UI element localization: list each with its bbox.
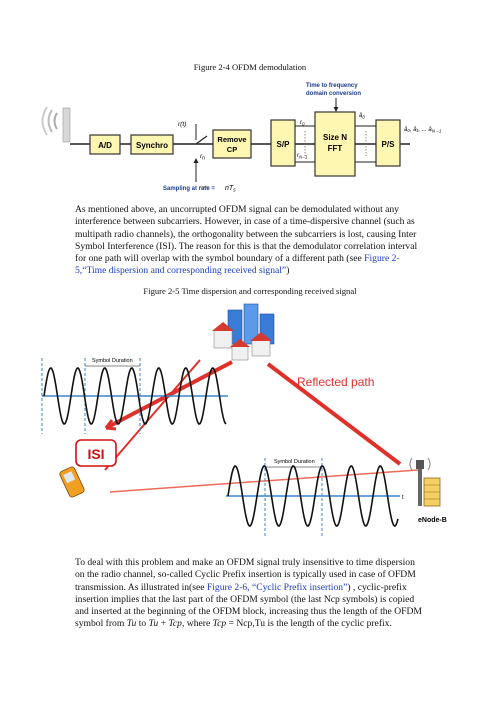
mobile-phone-icon: [59, 466, 85, 498]
r0-label: r0: [300, 120, 305, 127]
symbol-duration-1: Symbol Duration: [92, 358, 133, 364]
time-dispersion-figure: Reflected path Symbol Duration t Symbol …: [41, 303, 447, 536]
waveform-direct: [43, 367, 227, 425]
to-word: to: [138, 618, 147, 630]
reflected-path-label: Reflected path: [297, 375, 374, 389]
where-word: , where: [181, 618, 211, 630]
remove-cp-label-1: Remove: [217, 135, 246, 144]
synchro-label: Synchro: [136, 141, 168, 150]
waveform-reflected: [227, 465, 399, 527]
synchro-block: [130, 134, 174, 155]
equals-sign: =: [228, 618, 234, 630]
paragraph2-text1: To deal with this problem and make an OF…: [75, 557, 416, 593]
ad-block: [89, 134, 121, 155]
antenna-signal-icon: [41, 106, 71, 143]
axis-t-label: t: [402, 495, 404, 501]
paragraph-time-dispersion: As mentioned above, an uncorrupted OFDM …: [75, 204, 423, 278]
tu-symbol-2: Tu: [148, 618, 159, 630]
ofdm-demodulation-diagram: A/D Synchro Remove CP S/P Size N FFT P/S…: [41, 83, 442, 194]
tcp-symbol-2: Tcp: [212, 618, 227, 630]
rt-label: r(t): [178, 121, 186, 128]
enodeb-label: eNode-B: [418, 517, 447, 524]
fft-label-1: Size N: [323, 133, 347, 142]
isi-label: ISI: [87, 446, 104, 462]
ps-block: [375, 119, 401, 167]
tcp-symbol-1: Tcp: [168, 618, 182, 630]
ad-label: A/D: [98, 141, 112, 150]
buildings-icon: [212, 303, 275, 361]
paragraph1-text: As mentioned above, an uncorrupted OFDM …: [75, 204, 418, 265]
paragraph2-text2: ) , cyclic-prefix insertion implies that…: [75, 581, 422, 630]
output-label: â₀, â₁, ... âN −1: [404, 127, 442, 134]
ttf-label-1: Time to frequency: [306, 83, 358, 89]
plus-sign: +: [160, 618, 167, 630]
sp-label: S/P: [277, 140, 291, 149]
paragraph1-tail: ): [286, 265, 290, 277]
figure-2-4-caption: Figure 2-4 OFDM demodulation: [193, 62, 307, 72]
fft-block: [314, 111, 356, 177]
tu-symbol-1: Tu: [126, 618, 137, 630]
isi-box: [75, 439, 117, 467]
reflected-arrows: [104, 359, 419, 493]
remove-cp-label-2: CP: [227, 145, 237, 154]
sampling-label: Sampling at rate =: [163, 186, 215, 192]
figure-2-6-link[interactable]: Figure 2-6, “Cyclic Prefix insertion”: [206, 581, 348, 593]
fft-label-2: FFT: [328, 144, 343, 153]
sampling-rate: nTs: [225, 185, 236, 194]
figure-2-5-link[interactable]: Figure 2-5,“Time dispersion and correspo…: [75, 253, 400, 277]
ttf-label-2: domain conversion: [306, 91, 361, 97]
paragraph-cyclic-prefix: To deal with this problem and make an OF…: [75, 557, 423, 631]
ncp-text: Ncp,Tu is the length of the cyclic prefi…: [236, 618, 392, 630]
remove-cp-block: [212, 129, 252, 159]
rn-label: rn: [200, 153, 205, 162]
enodeb-tower-icon: [409, 457, 441, 507]
rN1-label: rN−1: [297, 153, 308, 160]
figure-2-5-caption: Figure 2-5 Time dispersion and correspon…: [143, 286, 357, 296]
sp-block: [270, 119, 296, 167]
symbol-duration-2: Symbol Duration: [274, 459, 315, 465]
ps-label: P/S: [382, 140, 396, 149]
a0hat-label: â0: [359, 113, 365, 120]
